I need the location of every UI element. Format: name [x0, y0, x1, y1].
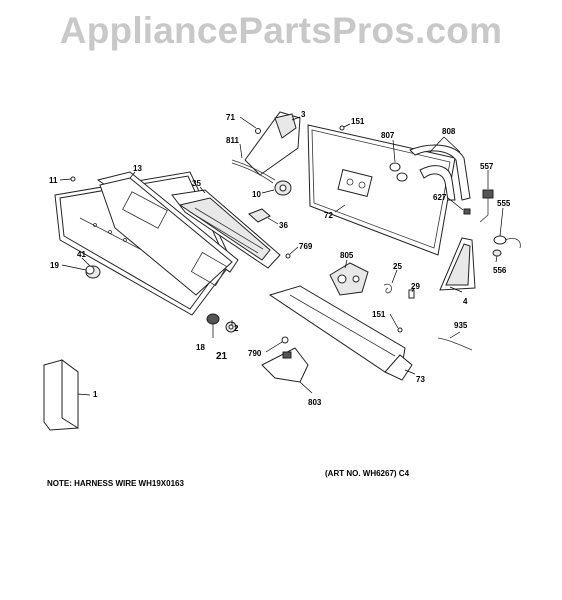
label-25: 25: [393, 262, 402, 271]
pressure-switch: [274, 180, 292, 196]
callout-labels: 71 3 151 807 808 811 557 11 13 35 10 627…: [49, 110, 511, 407]
harness-wire-note: NOTE: HARNESS WIRE WH19X0163: [47, 479, 184, 488]
screw-71: [255, 128, 261, 134]
watermark: AppliancePartsPros.com: [59, 10, 503, 51]
label-556: 556: [493, 266, 507, 275]
valve-557: [479, 189, 494, 223]
label-2: 2: [234, 324, 239, 333]
label-151-top: 151: [351, 117, 365, 126]
spring: [383, 283, 392, 294]
label-41: 41: [77, 250, 86, 259]
sensor-assembly: [492, 235, 521, 257]
label-627: 627: [433, 193, 447, 202]
screw-151-top: [339, 125, 345, 131]
label-11: 11: [49, 176, 58, 185]
screw-769: [285, 253, 291, 259]
label-36: 36: [279, 221, 288, 230]
clip: [248, 208, 271, 223]
owner-manual: [43, 359, 79, 431]
label-35: 35: [192, 179, 201, 188]
switch-assembly: [261, 336, 309, 383]
label-3: 3: [301, 110, 306, 119]
end-cap-bracket: [244, 111, 301, 176]
label-805: 805: [340, 251, 354, 260]
timer-assembly: [329, 262, 369, 296]
label-18: 18: [196, 343, 205, 352]
end-bracket: [439, 237, 476, 291]
leader-lines: [59, 116, 504, 396]
label-71: 71: [226, 113, 235, 122]
label-808: 808: [442, 127, 456, 136]
label-151-lower: 151: [372, 310, 386, 319]
label-19: 19: [50, 261, 59, 270]
label-790: 790: [248, 349, 262, 358]
label-811: 811: [226, 136, 239, 145]
label-557: 557: [480, 162, 494, 171]
screw: [70, 176, 76, 182]
control-panel-cover: [268, 285, 413, 381]
backsplash-panel: [307, 124, 456, 256]
clip-29: [408, 289, 415, 299]
label-29: 29: [411, 282, 420, 291]
harness-wire: [231, 159, 276, 184]
wire-935: [437, 337, 473, 351]
inlet-hoses: [409, 144, 471, 201]
label-935: 935: [454, 321, 468, 330]
label-73: 73: [416, 375, 425, 384]
knob: [85, 265, 101, 279]
label-21: 21: [216, 351, 228, 362]
label-1: 1: [93, 390, 98, 399]
label-769: 769: [299, 242, 313, 251]
screw-151-lower: [397, 327, 403, 333]
water-valves: [389, 162, 408, 182]
label-4: 4: [463, 297, 468, 306]
label-72: 72: [324, 211, 333, 220]
label-803: 803: [308, 398, 322, 407]
label-555: 555: [497, 199, 511, 208]
control-panel-frame: [96, 171, 239, 296]
label-13: 13: [133, 164, 142, 173]
label-807: 807: [381, 131, 395, 140]
art-number-note: (ART NO. WH6267) C4: [325, 469, 410, 478]
selector-knob: [206, 313, 237, 333]
circuit-board: [171, 189, 281, 269]
part-627: [463, 208, 471, 215]
label-10: 10: [252, 190, 261, 199]
